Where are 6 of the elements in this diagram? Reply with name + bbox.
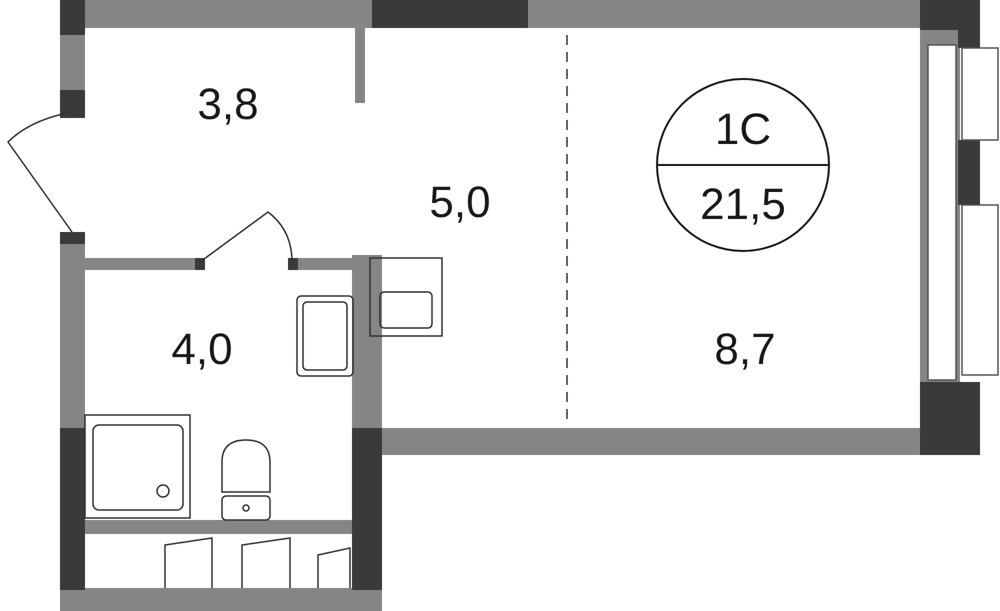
- room-area-label: 5,0: [429, 181, 491, 225]
- room-area-label: 4,0: [171, 328, 233, 372]
- room-area-label: 3,8: [197, 83, 259, 127]
- apartment-type-label: 1С: [714, 108, 772, 152]
- total-area-label: 21,5: [700, 183, 786, 227]
- room-area-label: 8,7: [714, 328, 776, 372]
